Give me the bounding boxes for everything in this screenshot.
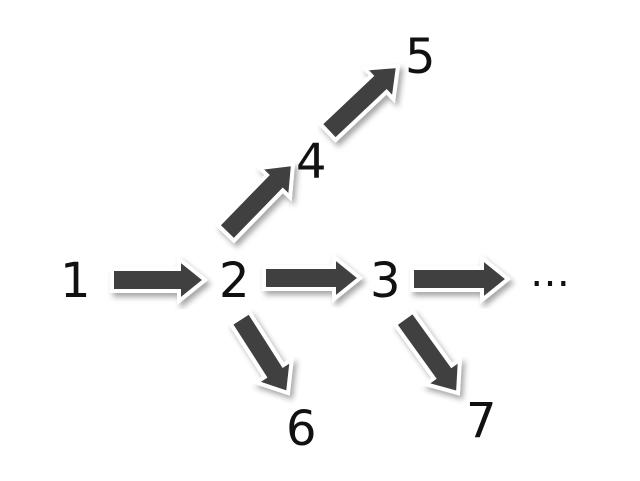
- node-2-label: 2: [219, 253, 250, 309]
- arrow-4-to-5: [317, 63, 401, 143]
- labels-layer: 1 2 3 4 5 6 7 …: [60, 29, 570, 457]
- node-5-label: 5: [405, 29, 436, 85]
- arrows-layer: [110, 63, 512, 396]
- arrow-3-to-7: [392, 308, 463, 396]
- node-4-label: 4: [296, 134, 327, 190]
- node-6-label: 6: [286, 401, 317, 457]
- arrow-3-to-continuation: [410, 253, 512, 305]
- node-1-label: 1: [60, 253, 91, 309]
- arrow-2-to-4: [215, 161, 296, 244]
- arrow-1-to-2: [110, 254, 209, 306]
- continuation-ellipsis: …: [530, 250, 570, 296]
- node-7-label: 7: [466, 393, 497, 449]
- arrow-2-to-6: [227, 309, 295, 396]
- node-3-label: 3: [370, 253, 401, 309]
- arrow-2-to-3: [262, 252, 364, 304]
